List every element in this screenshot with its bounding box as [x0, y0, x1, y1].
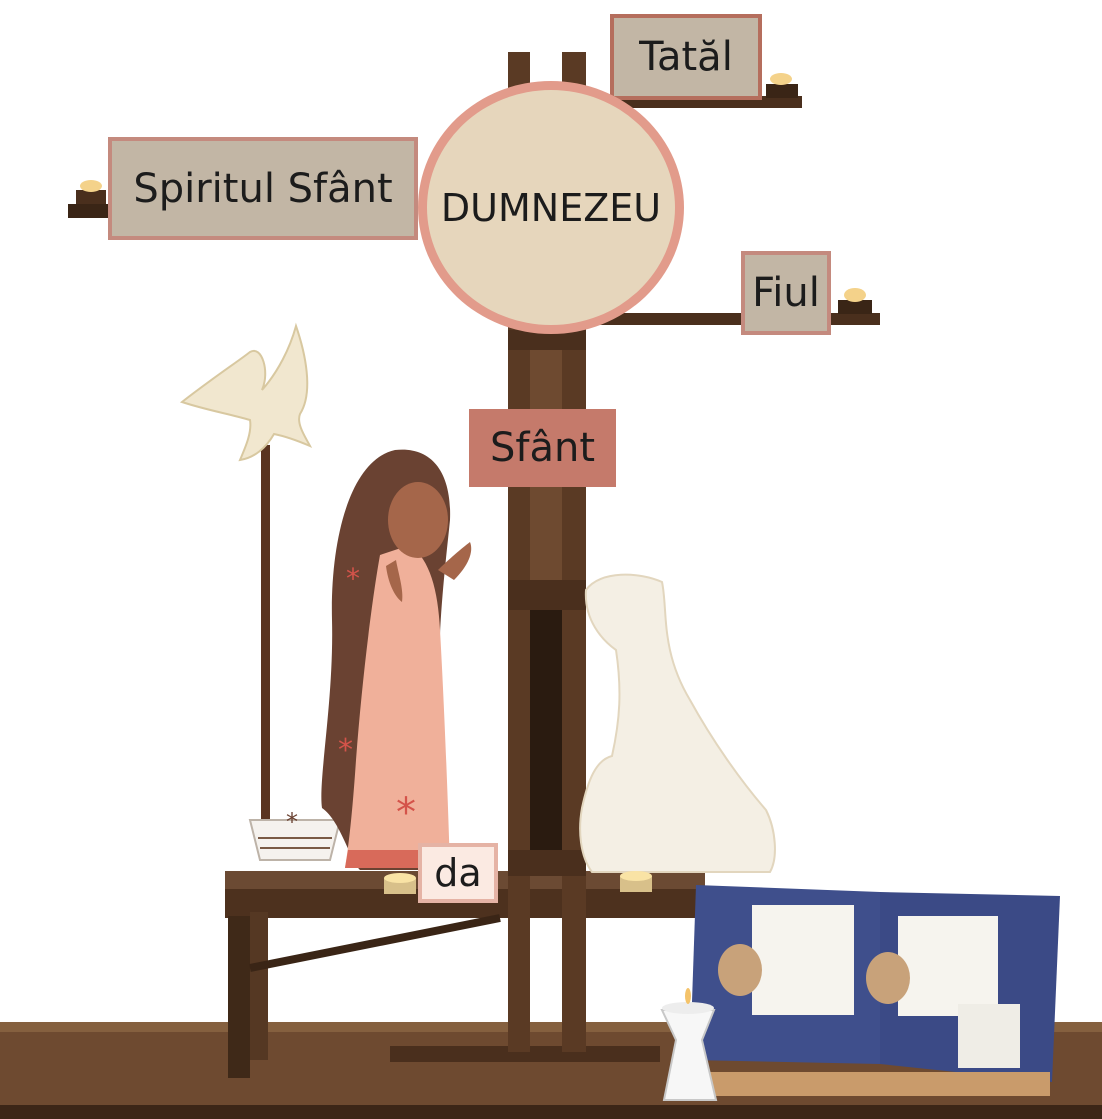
dove-staff [179, 322, 313, 825]
label-dumnezeu: DUMNEZEU [418, 81, 684, 334]
mary-figure: * * * [321, 449, 472, 870]
svg-text:*: * [286, 808, 298, 836]
label-tatal: Tatăl [610, 14, 762, 100]
label-spiritul-sfant: Spiritul Sfânt [108, 137, 418, 240]
tealight-right [620, 871, 652, 892]
open-book [690, 885, 1060, 1096]
svg-text:*: * [346, 562, 360, 595]
tealight-left [384, 873, 416, 894]
kneeling-figure [579, 573, 776, 873]
decorated-urn: * [248, 808, 342, 861]
label-sfant: Sfânt [469, 409, 616, 487]
oil-lamp [660, 988, 718, 1101]
label-da: da [418, 843, 498, 903]
svg-text:*: * [396, 790, 416, 836]
svg-text:*: * [338, 733, 353, 768]
label-fiul: Fiul [741, 251, 831, 335]
